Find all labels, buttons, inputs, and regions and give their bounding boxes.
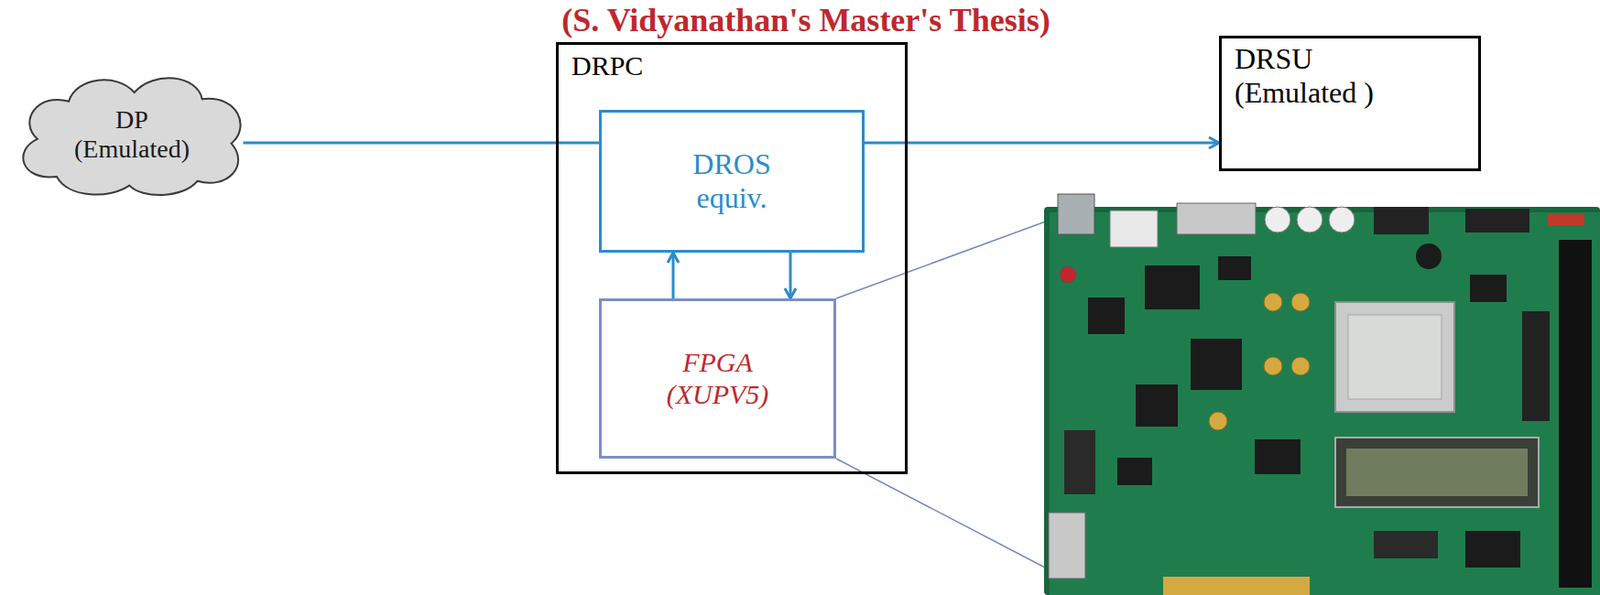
leader-line bbox=[836, 458, 1067, 579]
flow-arrow bbox=[243, 141, 600, 145]
container-box: DRPC DROS equiv. FPGA (XUPV5) bbox=[555, 42, 908, 475]
slide-title: (S. Vidyanathan's Master's Thesis) bbox=[439, 1, 1173, 40]
hardware-box: FPGA (XUPV5) bbox=[598, 298, 837, 459]
node-label: FPGA (XUPV5) bbox=[649, 347, 787, 411]
flow-arrow bbox=[789, 252, 793, 299]
process-box: DROS equiv. bbox=[598, 109, 865, 253]
node-label: DP (Emulated) bbox=[63, 105, 201, 164]
node-label: DROS equiv. bbox=[663, 147, 801, 216]
emulated-cloud: DP (Emulated) bbox=[8, 65, 256, 204]
flow-arrow bbox=[864, 141, 1220, 145]
leader-line bbox=[836, 216, 1061, 299]
node-label: DRPC bbox=[571, 50, 643, 83]
flow-arrow bbox=[672, 252, 675, 299]
node-label: DRSU (Emulated ) bbox=[1234, 42, 1418, 110]
emulated-box: DRSU (Emulated ) bbox=[1219, 35, 1481, 172]
board-photo bbox=[1044, 194, 1600, 595]
